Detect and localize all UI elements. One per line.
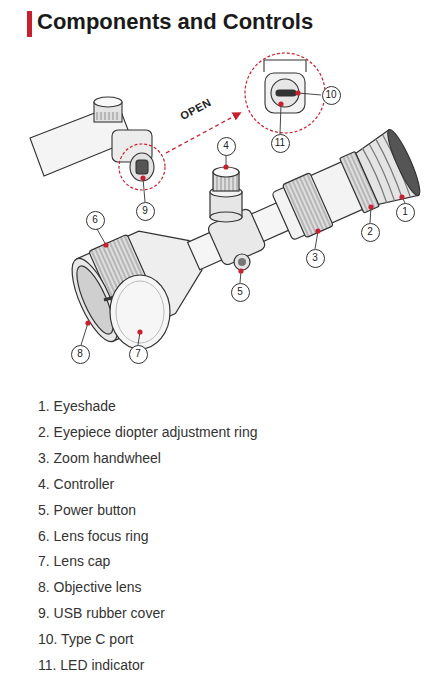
leader-dot xyxy=(223,164,228,169)
leader-line xyxy=(280,104,281,134)
inset-knob-ridge xyxy=(96,112,120,120)
leader-line xyxy=(315,231,318,249)
leader-dot xyxy=(399,194,404,199)
arrow-label: OPEN xyxy=(178,96,213,122)
leader-dot xyxy=(238,268,243,273)
part-list-item: 8. Objective lens xyxy=(38,578,142,596)
power-button-core xyxy=(238,258,246,266)
type-c-port xyxy=(276,90,296,96)
power-button xyxy=(234,254,250,270)
part-list-item: 5. Power button xyxy=(38,501,136,519)
port-detail xyxy=(245,53,325,133)
leader-dot xyxy=(278,101,283,106)
leader-lines xyxy=(81,93,405,345)
leader-dot xyxy=(103,242,108,247)
part-list-item: 4. Controller xyxy=(38,475,114,493)
callout-number: 6 xyxy=(86,211,105,230)
leader-line xyxy=(81,323,88,345)
usb-cover xyxy=(136,160,148,174)
knob-outline xyxy=(264,60,306,72)
part-list-item: 2. Eyepiece diopter adjustment ring xyxy=(38,423,257,441)
callout-number: 2 xyxy=(361,223,380,242)
callout-number: 7 xyxy=(129,345,148,364)
leader-dot xyxy=(140,175,145,180)
callout-text: 2 xyxy=(367,226,373,238)
part-list-item: 11. LED indicator xyxy=(38,656,144,674)
callout-text: 6 xyxy=(92,214,98,226)
part-list-item: 9. USB rubber cover xyxy=(38,604,165,622)
title-bar xyxy=(27,11,32,37)
callout-number: 10 xyxy=(322,86,341,105)
zoom-circle xyxy=(245,53,325,133)
usb-cover-body xyxy=(130,153,154,181)
callout-number: 8 xyxy=(71,345,90,364)
callout-text: 4 xyxy=(223,140,229,152)
leader-dot xyxy=(368,204,373,209)
callout-number: 5 xyxy=(231,283,250,302)
part-list-item: 1. Eyeshade xyxy=(38,397,116,415)
leader-line xyxy=(298,93,321,95)
page-title: Components and Controls xyxy=(37,7,313,37)
leader-dot xyxy=(295,90,300,95)
eyeshade-rim xyxy=(383,127,425,198)
callout-number: 9 xyxy=(136,202,155,221)
callout-number: 11 xyxy=(271,134,290,153)
leader-line xyxy=(97,229,106,245)
part-list-item: 7. Lens cap xyxy=(38,552,110,570)
callout-text: 1 xyxy=(402,206,408,218)
inset-scope xyxy=(30,97,165,190)
scope-body xyxy=(62,117,429,349)
callout-number: 3 xyxy=(306,249,325,268)
inset-knob-top xyxy=(94,97,122,107)
callout-text: 8 xyxy=(77,348,83,360)
leader-dot xyxy=(85,320,90,325)
callout-text: 10 xyxy=(325,89,336,101)
knob-face xyxy=(265,73,305,113)
callout-number: 1 xyxy=(396,203,415,222)
callout-text: 5 xyxy=(237,286,243,298)
callout-text: 11 xyxy=(275,137,285,149)
part-list-item: 3. Zoom handwheel xyxy=(38,449,161,467)
part-list-item: 10. Type C port xyxy=(38,630,133,648)
leader-line xyxy=(143,178,145,202)
turret-base-bottom xyxy=(210,212,242,222)
lens-cap xyxy=(110,275,170,349)
controller xyxy=(210,167,242,222)
detail-circle xyxy=(119,144,165,190)
callout-number: 4 xyxy=(217,137,236,156)
leader-dots xyxy=(85,90,404,334)
zoom-ring xyxy=(282,173,333,238)
part-list-item: 6. Lens focus ring xyxy=(38,527,149,545)
leader-dot xyxy=(315,228,320,233)
callout-text: 9 xyxy=(142,205,148,217)
lens-cap-rim xyxy=(116,281,164,343)
callout-text: 3 xyxy=(312,252,318,264)
callout-text: 7 xyxy=(135,348,141,360)
port-housing xyxy=(271,79,299,107)
leader-dot xyxy=(137,329,142,334)
